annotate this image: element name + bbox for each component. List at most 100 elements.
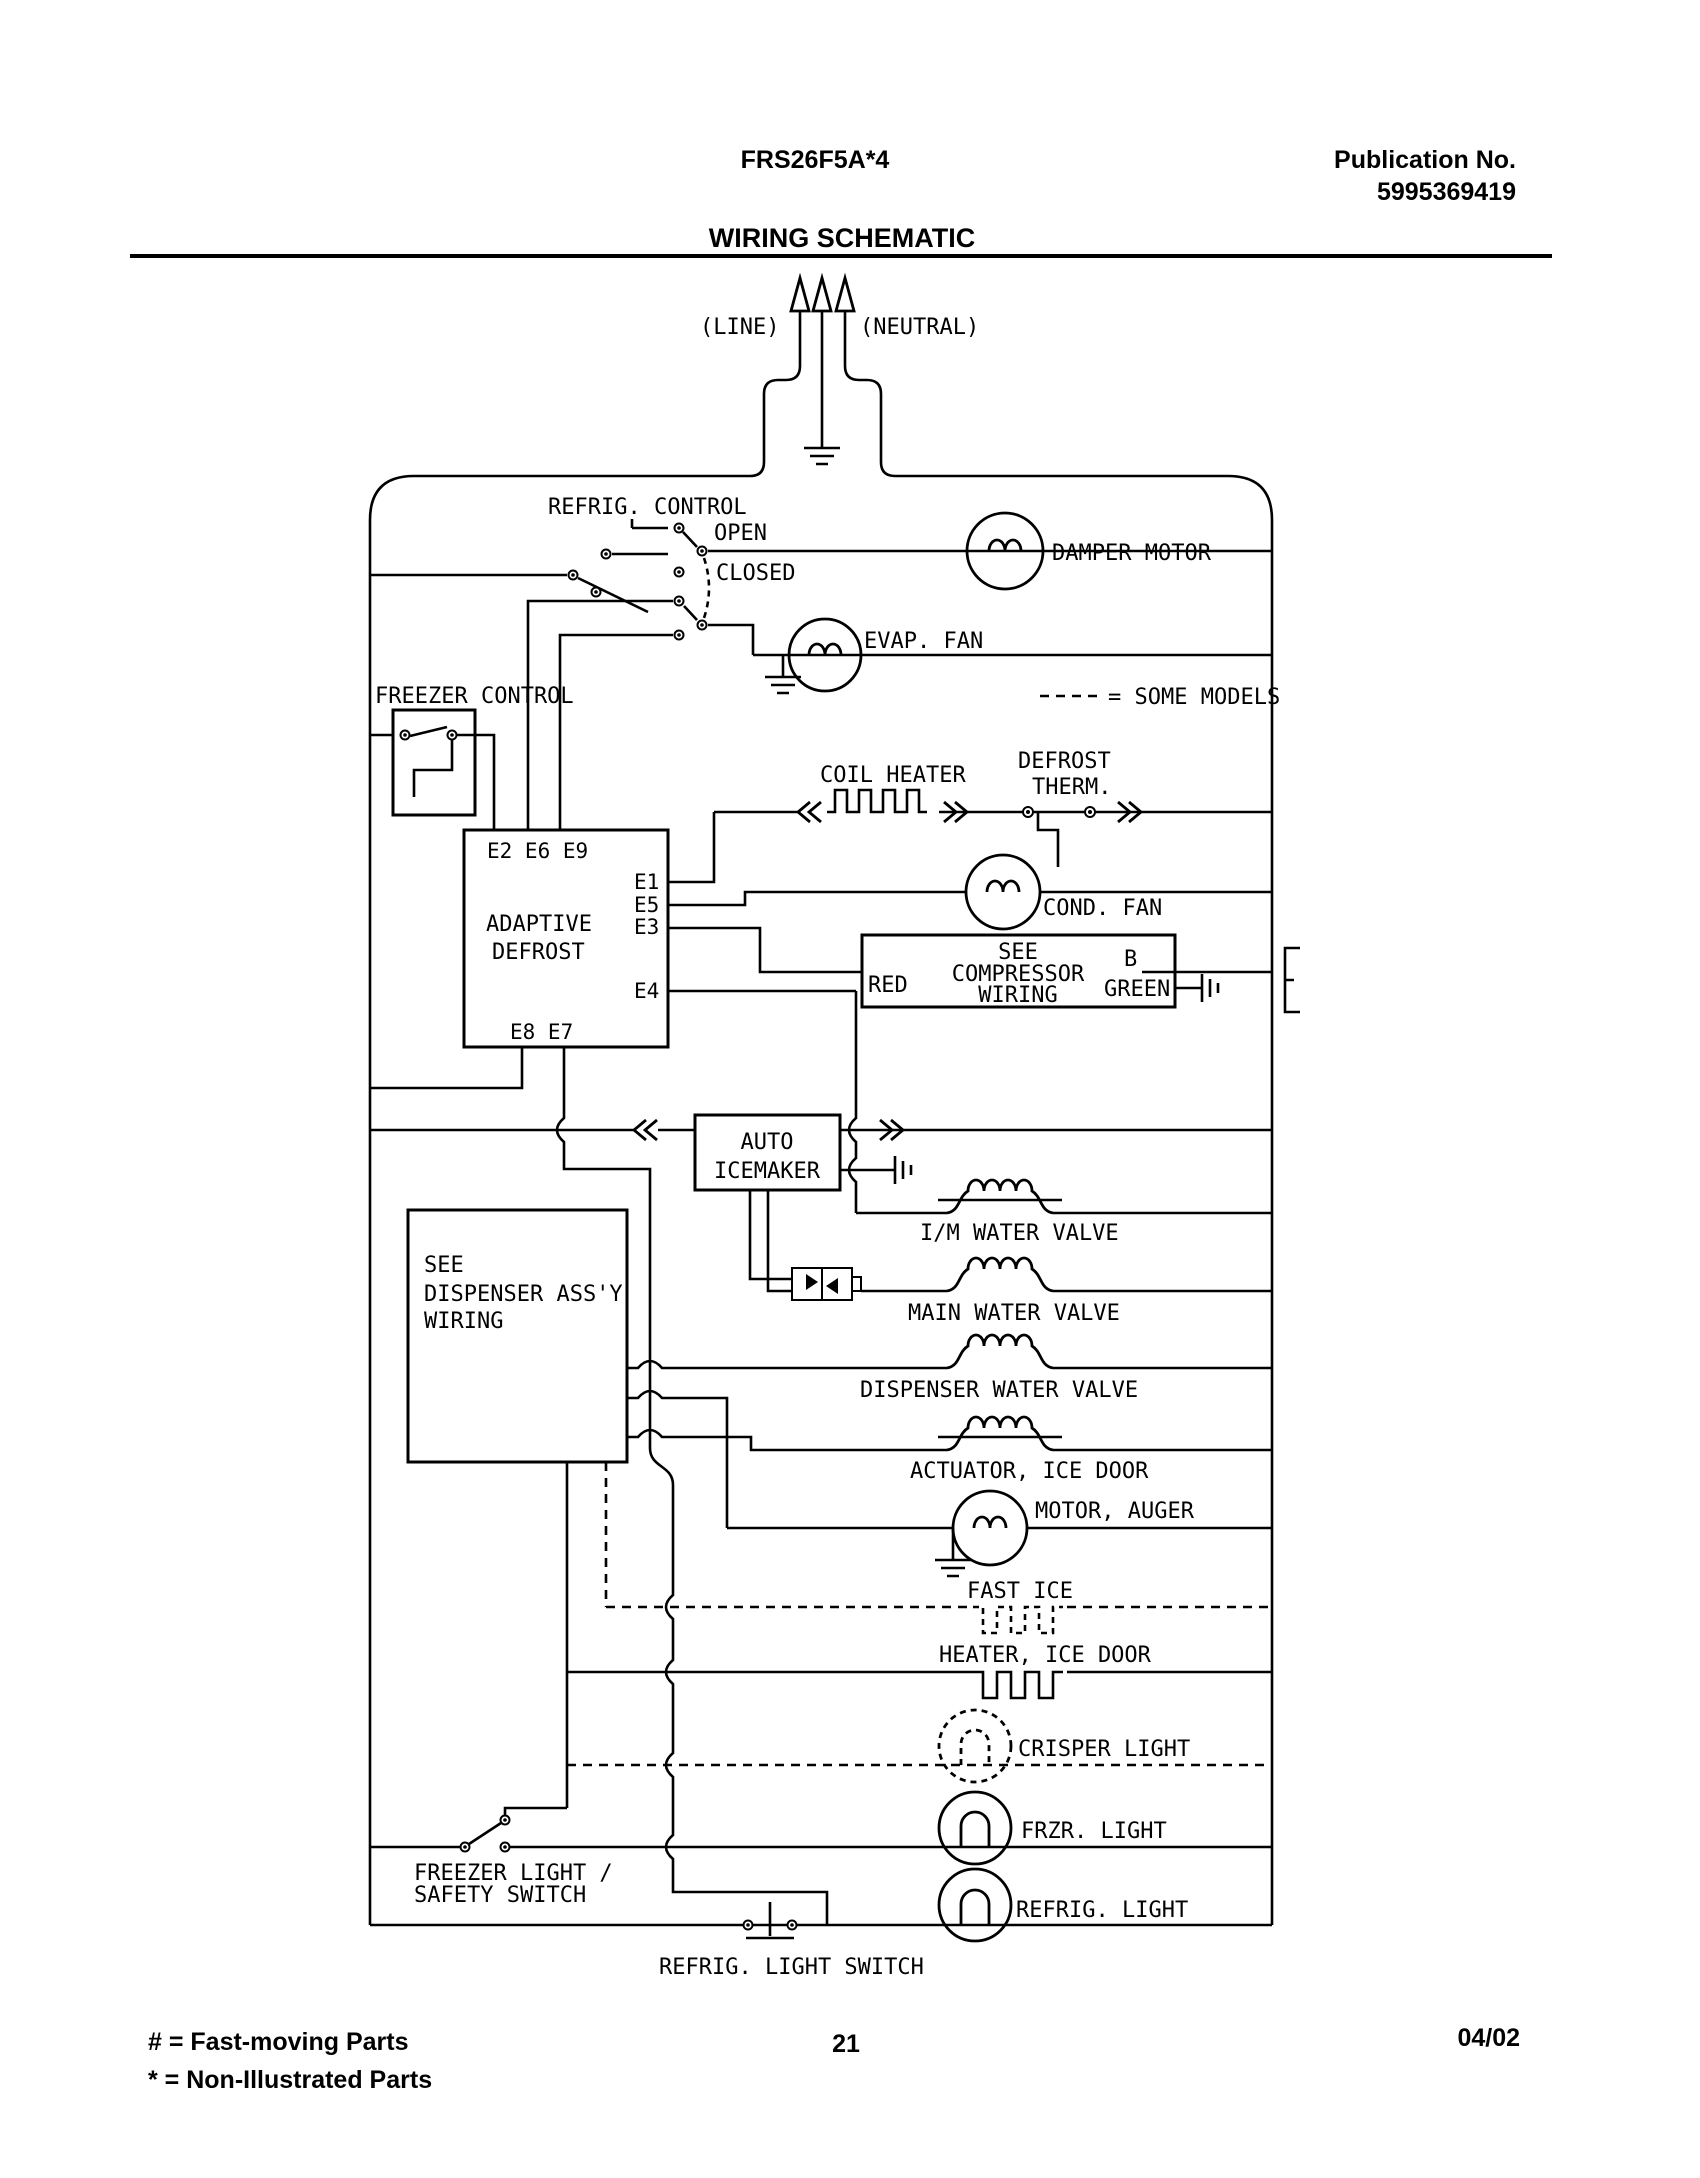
wire-e1 bbox=[668, 812, 716, 884]
main-valve-coil-icon bbox=[946, 1256, 1054, 1293]
coil-heater-row: COIL HEATER DEFROST THERM. bbox=[714, 749, 1272, 867]
frzr-light-row: FRZR. LIGHT FREEZER LIGHT / SAFETY SWITC… bbox=[370, 1790, 1272, 1908]
connector-pin-icon bbox=[826, 1278, 838, 1294]
label-closed: CLOSED bbox=[716, 561, 795, 586]
terminal-dot bbox=[677, 633, 681, 637]
wire-dispenser-row bbox=[627, 1359, 1272, 1370]
compressor-wiring: SEE COMPRESSOR WIRING RED B GREEN bbox=[860, 933, 1300, 1014]
power-entry: (LINE) (NEUTRAL) bbox=[368, 272, 1274, 1927]
freezer-control-box bbox=[391, 708, 477, 817]
evap-fan-coil-icon bbox=[807, 642, 843, 656]
terminal-dot bbox=[604, 552, 608, 556]
label-disp-wiring: WIRING bbox=[424, 1309, 503, 1334]
connector-icemaker-right-icon bbox=[879, 1118, 906, 1142]
label-fast-ice: FAST ICE bbox=[967, 1579, 1073, 1604]
footer-fast-moving: # = Fast-moving Parts bbox=[148, 2028, 409, 2056]
ground-symbol-evap bbox=[765, 675, 801, 695]
label-auto: AUTO bbox=[741, 1130, 794, 1155]
label-dispenser-valve: DISPENSER WATER VALVE bbox=[860, 1378, 1138, 1403]
evap-fan: EVAP. FAN bbox=[708, 617, 1272, 695]
refrig-light-row: REFRIG. LIGHT REFRIG. LIGHT SWITCH bbox=[659, 1867, 1188, 1980]
refrig-lamp-filament-icon bbox=[959, 1888, 991, 1925]
label-pin-e5: E5 bbox=[634, 893, 659, 917]
connector-icemaker-left-icon bbox=[631, 1118, 658, 1142]
wire-e3 bbox=[668, 926, 862, 974]
label-pins-bottom: E8 E7 bbox=[510, 1020, 573, 1044]
wire-freezer-out bbox=[457, 733, 496, 833]
label-disp-see: SEE bbox=[424, 1253, 464, 1278]
defrost-therm-element bbox=[1036, 812, 1060, 867]
label-b: B bbox=[1124, 947, 1137, 972]
terminal-dot bbox=[1026, 810, 1030, 814]
publication-number: 5995369419 bbox=[1377, 178, 1516, 206]
damper-motor-symbol bbox=[965, 511, 1045, 591]
page-title: WIRING SCHEMATIC bbox=[709, 223, 975, 253]
label-frzr-light: FRZR. LIGHT bbox=[1021, 1819, 1167, 1844]
label-coil-heater: COIL HEATER bbox=[820, 763, 966, 788]
label-neutral: (NEUTRAL) bbox=[860, 315, 979, 340]
wire-e4 bbox=[668, 989, 858, 1213]
gang-link-dashed bbox=[702, 557, 711, 619]
crisper-lamp-filament-icon bbox=[959, 1728, 991, 1765]
connector-right2-icon bbox=[1117, 800, 1144, 824]
label-pin-e3: E3 bbox=[634, 915, 659, 939]
wire-e6 bbox=[526, 599, 673, 833]
neutral-conductor bbox=[843, 312, 1274, 1925]
auto-icemaker: AUTO ICEMAKER bbox=[370, 1113, 1272, 1293]
dispenser-valve-coil-icon bbox=[946, 1333, 1054, 1370]
terminal-dot bbox=[677, 570, 681, 574]
connector-stub bbox=[851, 1276, 862, 1292]
terminal-dot bbox=[677, 526, 681, 530]
label-open: OPEN bbox=[714, 521, 767, 546]
fast-ice-heater: FAST ICE bbox=[606, 1579, 1272, 1635]
terminal-dot bbox=[677, 599, 681, 603]
frzr-lamp-symbol bbox=[937, 1790, 1013, 1866]
wire-label-pointer bbox=[630, 519, 668, 530]
ground-symbol-icemaker bbox=[893, 1156, 913, 1184]
label-evap-fan: EVAP. FAN bbox=[864, 629, 983, 654]
actuator-ice-door: ACTUATOR, ICE DOOR bbox=[627, 1415, 1272, 1484]
label-adaptive-defrost: DEFROST bbox=[492, 940, 585, 965]
line-conductor bbox=[368, 312, 802, 1925]
crisper-lamp-symbol bbox=[937, 1708, 1013, 1784]
actuator-coil-icon bbox=[946, 1415, 1054, 1452]
damper-motor-coil-icon bbox=[987, 538, 1023, 552]
crisper-light: CRISPER LIGHT bbox=[567, 1708, 1272, 1784]
label-adaptive: ADAPTIVE bbox=[486, 912, 592, 937]
label-cond-fan: COND. FAN bbox=[1043, 896, 1162, 921]
label-pin-e1: E1 bbox=[634, 870, 659, 894]
wire-e9 bbox=[558, 633, 673, 833]
cond-fan-coil-icon bbox=[985, 879, 1021, 893]
im-valve-coil-icon bbox=[946, 1178, 1054, 1215]
terminal-dot bbox=[463, 1845, 467, 1849]
label-red: RED bbox=[868, 973, 908, 998]
label-freezer-light-1: FREEZER LIGHT / bbox=[414, 1861, 613, 1886]
footer-date: 04/02 bbox=[1457, 2024, 1520, 2052]
label-icemaker: ICEMAKER bbox=[714, 1159, 821, 1184]
label-disp-assy: DISPENSER ASS'Y bbox=[424, 1282, 623, 1307]
label-refrig-light-switch: REFRIG. LIGHT SWITCH bbox=[659, 1955, 924, 1980]
wire-e7 bbox=[555, 1047, 829, 1925]
label-line: (LINE) bbox=[700, 315, 779, 340]
water-valve-main: MAIN WATER VALVE bbox=[861, 1256, 1272, 1326]
dispenser-wiring: SEE DISPENSER ASS'Y WIRING bbox=[406, 1208, 629, 1808]
adaptive-defrost: E2 E6 E9 E1 E5 E3 E4 E8 E7 ADAPTIVE DEFR… bbox=[370, 599, 966, 1925]
wire-icemaker-pin2 bbox=[766, 1190, 792, 1293]
terminal-dot bbox=[746, 1923, 750, 1927]
terminal-dot bbox=[700, 623, 704, 627]
label-compressor: COMPRESSOR bbox=[952, 962, 1085, 987]
ground-symbol-green bbox=[1200, 974, 1220, 1002]
line-arrow-icon bbox=[789, 272, 811, 313]
water-valve-dispenser: DISPENSER WATER VALVE bbox=[627, 1333, 1272, 1403]
terminal-dot bbox=[403, 733, 407, 737]
connector-left-icon bbox=[795, 800, 822, 824]
terminal-dot bbox=[790, 1923, 794, 1927]
compressor-wiring-box bbox=[860, 933, 1177, 1009]
wire-auger-feed bbox=[627, 1389, 729, 1528]
cond-fan: COND. FAN bbox=[964, 853, 1272, 931]
wire-closed-feed bbox=[708, 623, 755, 655]
terminal-dot bbox=[594, 590, 598, 594]
wire-e8 bbox=[370, 1047, 524, 1090]
terminal-dot bbox=[503, 1818, 507, 1822]
